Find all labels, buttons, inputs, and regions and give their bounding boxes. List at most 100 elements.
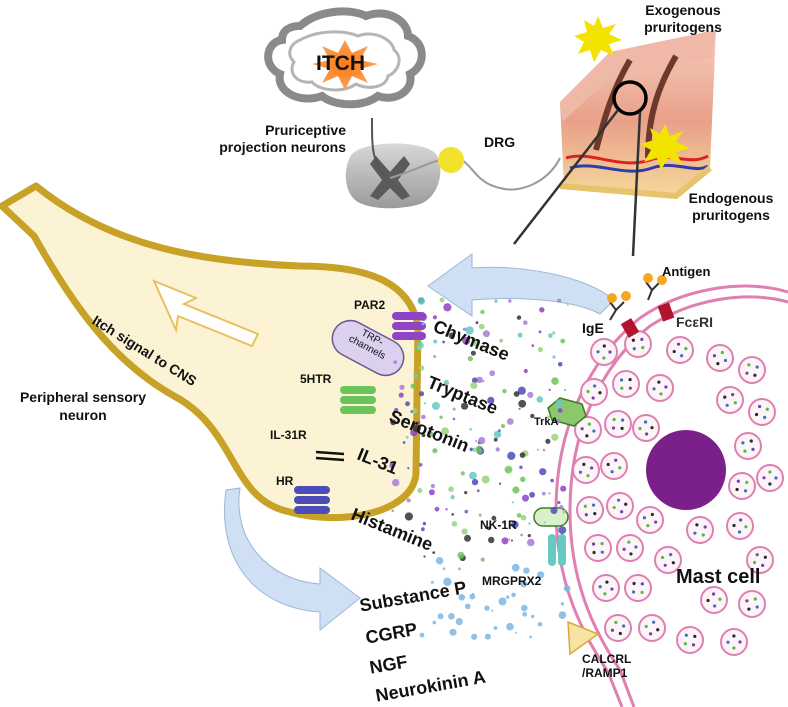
mediator-dot: [470, 350, 476, 356]
mediator-dot: [542, 448, 546, 452]
ige-antibody: [609, 281, 661, 321]
mediator-dot: [443, 379, 450, 386]
mediator-dot: [480, 557, 485, 562]
granule-content: [645, 432, 649, 436]
mediator-dot: [405, 435, 409, 439]
mediator-dot: [484, 605, 490, 611]
granule: [748, 398, 776, 426]
granule-content: [664, 385, 668, 389]
mediator-dot: [519, 452, 526, 458]
granule-content: [608, 350, 612, 354]
mediator-dot: [480, 309, 485, 315]
mediator-dot: [421, 527, 425, 532]
granule-content: [582, 462, 586, 466]
exogenous-line-2: pruritogens: [644, 19, 722, 35]
granule-content: [591, 542, 596, 546]
mediator-dot: [417, 345, 422, 350]
granule-content: [718, 597, 722, 601]
granule-content: [743, 449, 747, 453]
mediator-dot: [522, 611, 528, 617]
mediator-dot: [471, 633, 478, 640]
mediator-dot: [507, 465, 510, 469]
il31r-receptor: [315, 450, 345, 462]
granule: [666, 336, 694, 364]
mediator-dot: [560, 485, 567, 492]
mediator-dot: [489, 370, 496, 377]
mediator-dot: [557, 501, 561, 504]
brain-itch-label: ITCH: [316, 52, 365, 75]
granule-content: [712, 354, 717, 358]
granule-content: [618, 631, 622, 636]
granule-content: [716, 362, 720, 366]
granule-content: [605, 580, 609, 584]
mediator-dot: [416, 420, 421, 425]
granule-content: [612, 505, 616, 510]
mediator-dot: [517, 386, 526, 395]
mrgprx2-receptor: [548, 534, 566, 566]
granule-content: [669, 553, 673, 557]
mediator-dot: [537, 622, 543, 627]
mediator-dot: [518, 407, 521, 410]
mediator-dot: [541, 491, 546, 496]
mediator-dot: [462, 337, 471, 345]
calcrl-ramp1-receptor: [567, 620, 600, 656]
granule: [720, 628, 748, 656]
mediator-dot: [430, 483, 435, 489]
mediator-dot: [412, 424, 421, 433]
mediator-dot: [458, 567, 461, 571]
granule-content: [603, 592, 607, 596]
mediator-dot: [513, 391, 520, 397]
mediator-dot: [461, 402, 469, 410]
mediator-dot: [406, 498, 411, 503]
mediator-dot: [398, 392, 404, 398]
mediator-dot: [471, 478, 479, 486]
mediator-dot: [410, 383, 416, 389]
granule-content: [591, 396, 595, 400]
granule-content: [720, 350, 724, 355]
mediator-dot: [511, 520, 519, 529]
granule-content: [671, 561, 675, 565]
granule-content: [753, 597, 757, 601]
mediator-dot: [556, 418, 561, 424]
granule: [728, 472, 756, 500]
mediator-dot: [563, 585, 571, 592]
granule: [592, 574, 620, 602]
granule-content: [747, 607, 751, 611]
mediator-dot: [548, 492, 551, 495]
mediator-dot: [419, 365, 425, 371]
hr-receptor: [294, 486, 330, 514]
mediator-dot: [419, 313, 427, 321]
mediator-dot: [516, 513, 522, 518]
5htr-receptor: [340, 386, 376, 414]
granule: [600, 452, 628, 480]
mediator-dot: [498, 597, 507, 606]
granule-content: [774, 476, 778, 480]
endogenous-burst-icon: [640, 124, 690, 170]
mediator-dot: [543, 521, 546, 524]
mediator-dot: [537, 571, 545, 579]
granule-content: [683, 642, 687, 646]
granule-content: [745, 599, 749, 603]
mediator-dot: [511, 592, 516, 598]
mediator-dot: [512, 486, 520, 494]
mediator-dot: [478, 323, 485, 330]
mediator-dot: [467, 356, 473, 362]
granule-content: [654, 520, 658, 524]
mediator-dot: [523, 320, 528, 326]
mediator-dot: [566, 303, 569, 306]
mediator-dot: [464, 534, 471, 542]
projection-neuron-path: [371, 117, 387, 179]
mediator-dot: [435, 557, 444, 565]
mediator-dot: [465, 326, 474, 335]
granule-content: [631, 590, 636, 594]
mediator-dot: [418, 391, 425, 397]
mediator-dot: [538, 330, 542, 334]
granule-content: [590, 466, 594, 470]
granule: [654, 546, 682, 574]
granule-content: [632, 581, 636, 586]
mediator-dot: [562, 509, 566, 514]
mediator-dot: [407, 467, 410, 470]
mediator-dot: [536, 448, 540, 451]
granule-content: [592, 429, 596, 433]
granule-content: [753, 373, 757, 377]
